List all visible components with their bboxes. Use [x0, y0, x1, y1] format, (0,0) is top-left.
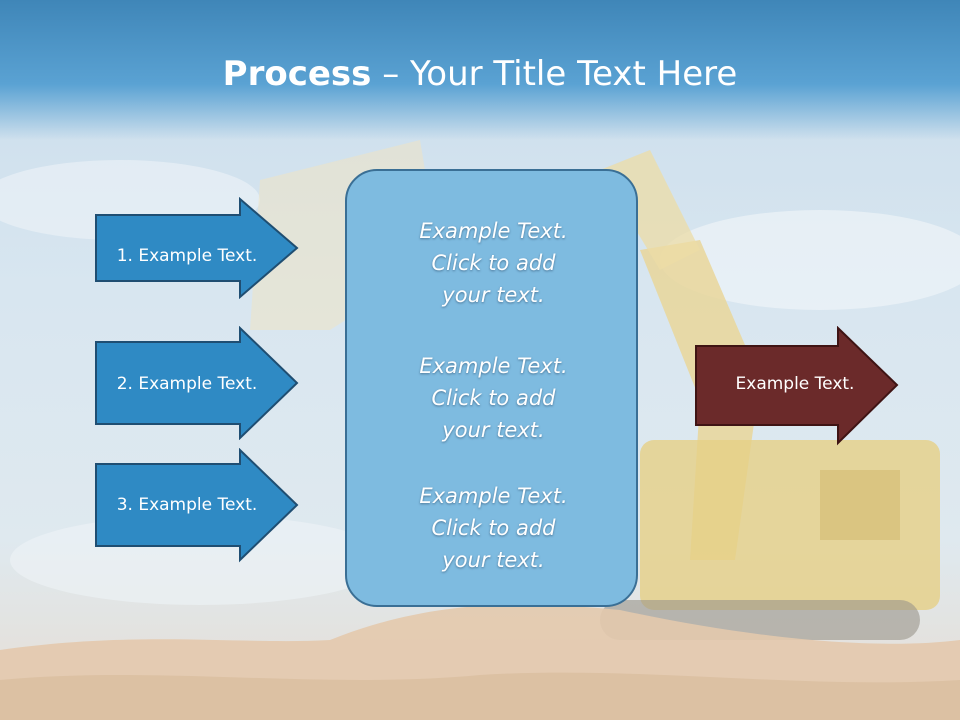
center-text-box[interactable]: Example Text. Click to add your text. Ex…	[345, 169, 638, 607]
block-1-line-2: Click to add	[431, 251, 556, 275]
block-1-line-1: Example Text.	[419, 219, 568, 243]
left-arrow-1[interactable]	[94, 197, 300, 299]
block-2-line-1: Example Text.	[419, 354, 568, 378]
left-arrow-3-label: 3. Example Text.	[116, 495, 258, 515]
center-text-block-3[interactable]: Example Text. Click to add your text.	[347, 480, 640, 576]
center-text-block-1[interactable]: Example Text. Click to add your text.	[347, 215, 640, 311]
slide-title: Process – Your Title Text Here	[0, 52, 960, 96]
right-arrow-label: Example Text.	[735, 374, 855, 394]
left-arrow-3[interactable]	[94, 448, 300, 564]
block-3-line-2: Click to add	[431, 516, 556, 540]
title-dash: –	[371, 54, 411, 94]
title-rest: Your Title Text Here	[410, 54, 738, 94]
center-text-block-2[interactable]: Example Text. Click to add your text.	[347, 350, 640, 446]
left-arrow-1-label: 1. Example Text.	[116, 246, 258, 266]
block-3-line-3: your text.	[442, 548, 545, 572]
right-arrow[interactable]	[694, 326, 900, 446]
block-2-line-3: your text.	[442, 418, 545, 442]
block-2-line-2: Click to add	[431, 386, 556, 410]
block-3-line-1: Example Text.	[419, 484, 568, 508]
block-1-line-3: your text.	[442, 283, 545, 307]
title-band	[0, 0, 960, 140]
left-arrow-2[interactable]	[94, 326, 300, 440]
left-arrow-2-label: 2. Example Text.	[116, 374, 258, 394]
title-bold: Process	[222, 54, 372, 94]
